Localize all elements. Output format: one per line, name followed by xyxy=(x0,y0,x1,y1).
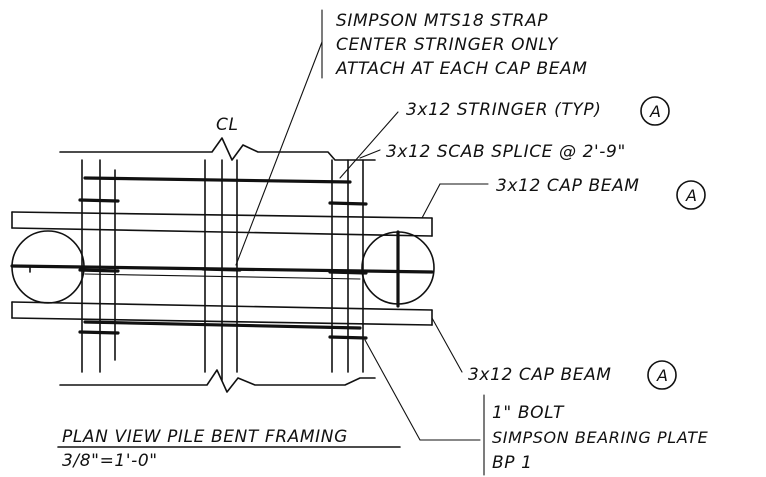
bolt-label-line2: SIMPSON BEARING PLATE xyxy=(492,428,709,447)
stringer-tag-letter: A xyxy=(649,102,661,121)
strap-label-line1: SIMPSON MTS18 STRAP xyxy=(336,11,548,31)
cap-beam-bottom-tag-circle xyxy=(647,360,677,390)
post-right xyxy=(331,159,364,373)
scab-splice-label: 3x12 SCAB SPLICE @ 2'-9" xyxy=(386,142,626,162)
bolt-label-line3: BP 1 xyxy=(492,453,533,473)
stringer-tag-circle xyxy=(640,96,670,126)
stringer-label: 3x12 STRINGER (TYP) xyxy=(406,100,601,120)
break-line-bottom xyxy=(59,369,376,393)
strap-label-line2: CENTER STRINGER ONLY xyxy=(336,35,559,55)
cap-beam-top-tag-letter: A xyxy=(685,186,697,205)
cap-beam-bottom-tag-letter: A xyxy=(656,366,668,385)
stringer-top xyxy=(83,176,352,184)
cap-beam-top-tag-circle xyxy=(676,180,706,210)
cap-beam-bottom-label: 3x12 CAP BEAM xyxy=(468,365,612,385)
bolt-label-line1: 1" BOLT xyxy=(492,403,565,423)
cap-beam-top-label: 3x12 CAP BEAM xyxy=(496,176,640,196)
break-line-top xyxy=(59,137,376,161)
drawing-scale: 3/8"=1'-0" xyxy=(62,451,158,471)
leader-lines xyxy=(57,9,489,476)
strap-label-line3: ATTACH AT EACH CAP BEAM xyxy=(335,59,588,79)
drawing-title: PLAN VIEW PILE BENT FRAMING xyxy=(62,427,348,447)
centerline-mark: CL xyxy=(216,115,239,135)
bolt-marks xyxy=(29,198,400,340)
